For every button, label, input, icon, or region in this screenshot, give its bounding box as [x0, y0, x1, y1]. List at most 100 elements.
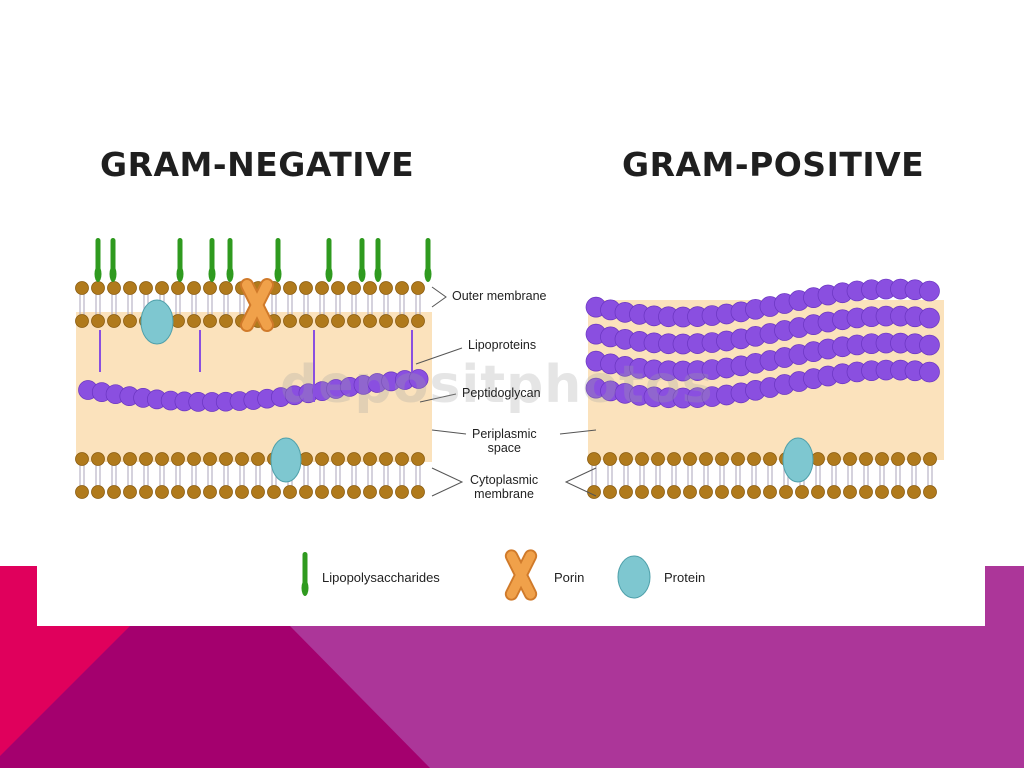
lipid-head: [603, 485, 617, 499]
lipid-head: [299, 281, 313, 295]
lipid-head: [75, 452, 89, 466]
lipid-head: [379, 314, 393, 328]
lipid-head: [347, 314, 361, 328]
lipid-head: [923, 485, 937, 499]
lps-base: [374, 266, 382, 282]
lipid-head: [875, 485, 889, 499]
lipid-head: [203, 314, 217, 328]
label-periplasmic-space: Periplasmic space: [472, 427, 537, 455]
lipid-head: [203, 281, 217, 295]
lipid-head: [731, 485, 745, 499]
lipid-head: [123, 281, 137, 295]
cytoplasmic-membrane-positive: [587, 452, 937, 499]
lipid-head: [891, 452, 905, 466]
protein: [270, 437, 302, 483]
lipid-head: [363, 452, 377, 466]
lipid-head: [379, 452, 393, 466]
lps-base: [358, 266, 366, 282]
lipid-head: [395, 485, 409, 499]
callout-line: [431, 467, 464, 497]
lipid-head: [731, 452, 745, 466]
peptidoglycan-layers: [78, 278, 940, 412]
watermark: depositphotos: [280, 355, 714, 415]
lipid-head: [603, 452, 617, 466]
lipid-head: [715, 485, 729, 499]
porin-icon: [504, 549, 538, 601]
lipid-head: [331, 452, 345, 466]
lipid-head: [187, 452, 201, 466]
legend-icons: [301, 549, 651, 601]
lipid-head: [91, 281, 105, 295]
lipid-head: [107, 314, 121, 328]
lipid-head: [155, 281, 169, 295]
label-lipoproteins: Lipoproteins: [468, 338, 537, 352]
lipid-head: [187, 485, 201, 499]
lipid-head: [619, 485, 633, 499]
lps-base: [208, 266, 216, 282]
lipid-head: [171, 452, 185, 466]
lipopolysaccharide: [374, 238, 382, 282]
lipid-head: [363, 281, 377, 295]
lipid-head: [171, 485, 185, 499]
lipid-head: [763, 452, 777, 466]
lipid-head: [923, 452, 937, 466]
peptidoglycan-positive-layer: [585, 332, 940, 382]
peptidoglycan-bead: [919, 361, 940, 383]
lipopolysaccharide: [424, 238, 432, 282]
lipid-head: [283, 281, 297, 295]
lipid-head: [827, 485, 841, 499]
lipid-head: [315, 314, 329, 328]
lipid-head: [827, 452, 841, 466]
lipid-head: [123, 452, 137, 466]
lipid-head: [795, 485, 809, 499]
lipid-head: [715, 452, 729, 466]
lipid-head: [219, 281, 233, 295]
lipid-head: [107, 452, 121, 466]
porin-strand: [242, 280, 272, 330]
lipid-head: [235, 485, 249, 499]
lipid-head: [251, 452, 265, 466]
lipid-head: [411, 314, 425, 328]
lipid-head: [667, 485, 681, 499]
lipid-head: [411, 452, 425, 466]
lipid-head: [283, 485, 297, 499]
lipid-head: [75, 314, 89, 328]
lipid-head: [411, 485, 425, 499]
legend-label-lipopolysaccharides: Lipopolysaccharides: [322, 570, 440, 585]
lipid-head: [379, 281, 393, 295]
lipid-head: [299, 485, 313, 499]
callout-line: [431, 429, 467, 435]
lipid-head: [747, 452, 761, 466]
lipid-head: [587, 485, 601, 499]
lipid-head: [331, 281, 345, 295]
lipid-head: [347, 485, 361, 499]
peptidoglycan-positive-layer: [585, 305, 940, 355]
label-cytoplasmic-membrane: Cytoplasmic membrane: [470, 473, 538, 501]
lipid-head: [107, 485, 121, 499]
lipid-head: [283, 314, 297, 328]
lps-base: [94, 266, 102, 282]
lipid-head: [395, 281, 409, 295]
lipid-head: [139, 452, 153, 466]
lipid-head: [651, 485, 665, 499]
label-cytoplasmic-line1: Cytoplasmic: [470, 473, 539, 487]
lipid-head: [75, 485, 89, 499]
label-callouts: [415, 286, 597, 497]
lipid-head: [747, 485, 761, 499]
label-periplasmic-line1: Periplasmic: [472, 427, 537, 441]
lipopolysaccharide: [358, 238, 366, 282]
lps-base: [226, 266, 234, 282]
lipid-head: [331, 314, 345, 328]
lps-base: [301, 580, 309, 596]
legend-label-porin: Porin: [554, 570, 585, 585]
lipid-head: [779, 485, 793, 499]
lipid-head: [91, 452, 105, 466]
label-cytoplasmic-line2: membrane: [474, 487, 534, 501]
porin: [240, 278, 274, 332]
title-gram-positive: GRAM-POSITIVE: [622, 145, 925, 184]
peptidoglycan-bead: [919, 334, 940, 356]
lipid-head: [187, 314, 201, 328]
lipid-head: [107, 281, 121, 295]
lipid-head: [811, 485, 825, 499]
